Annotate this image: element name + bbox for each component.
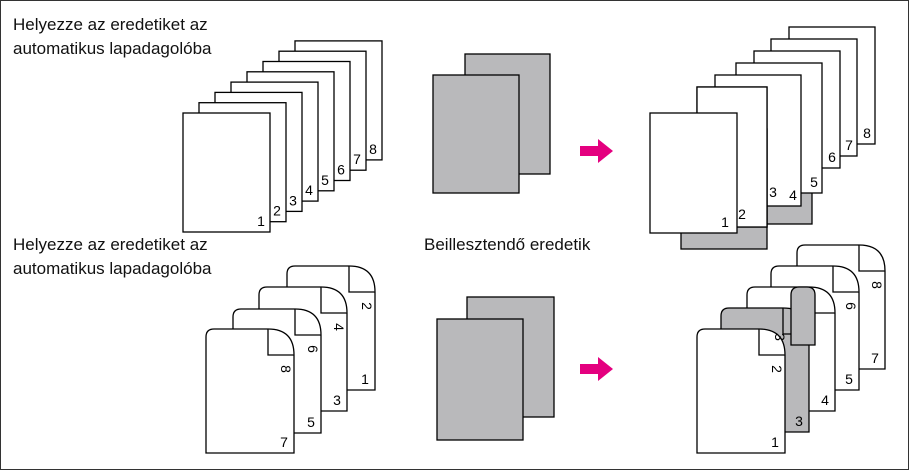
- result-page-number-3: 3: [795, 413, 803, 429]
- result-page-number-3-b: 3: [769, 184, 777, 200]
- caption-bottom-left: Helyezze az eredetiket az automatikus la…: [13, 233, 211, 281]
- result-page-number-7: 7: [871, 350, 879, 366]
- result-duplex-sheet-4-fold: [758, 329, 785, 356]
- caption-insert-originals: Beillesztendő eredetik: [424, 235, 591, 254]
- result-page-number-8: 8: [863, 125, 871, 141]
- caption-bottom-left-line-1: Helyezze az eredetiket az: [13, 235, 208, 254]
- page-number-5: 5: [307, 414, 315, 430]
- duplex-sheet-7-8-fold: [267, 329, 294, 356]
- result-page-number-4: 4: [821, 392, 829, 408]
- page-number-6: 6: [305, 345, 321, 353]
- result-page-number-5: 5: [810, 174, 818, 190]
- result-page-number-1: 1: [721, 214, 729, 230]
- result-duplex-sheet-0-fold: [858, 245, 885, 272]
- page-number-3: 3: [289, 192, 297, 208]
- page-number-2: 2: [273, 203, 281, 219]
- page-number-1: 1: [361, 371, 369, 387]
- caption-bottom-left-line-2: automatikus lapadagolóba: [13, 259, 212, 278]
- result-page-number-4: 4: [789, 187, 797, 203]
- bottom-originals-stack: 1 2 3 4 5 6 7 8: [205, 265, 376, 454]
- page-number-8: 8: [278, 365, 294, 373]
- page-number-1: 1: [257, 213, 265, 229]
- arrow-right-icon: [580, 139, 613, 163]
- result-insert-back-panel: [790, 286, 816, 346]
- result-page-number-2: 2: [738, 206, 746, 222]
- result-page-number-5: 5: [845, 371, 853, 387]
- page-number-8: 8: [369, 141, 377, 157]
- insert-sheet-front: [432, 74, 520, 194]
- result-page-number-2: 2: [769, 365, 785, 373]
- result-page-number-3-side: 3: [772, 333, 788, 341]
- duplex-sheet-3-4-fold: [320, 287, 347, 314]
- arrow-right-icon: [580, 357, 613, 381]
- result-duplex-sheet-1-fold: [832, 266, 859, 293]
- result-page-number-8: 8: [869, 281, 885, 289]
- page-number-5: 5: [321, 172, 329, 188]
- bottom-insert-sheets: [436, 296, 555, 441]
- insert-sheet-front-duplex: [436, 318, 524, 441]
- caption-top-left-line-1: Helyezze az eredetiket az: [13, 15, 208, 34]
- page-number-4: 4: [305, 182, 313, 198]
- original-page-1: [182, 112, 271, 233]
- page-number-7: 7: [353, 151, 361, 167]
- result-page-number-1: 1: [771, 434, 779, 450]
- page-number-3: 3: [333, 392, 341, 408]
- result-page-1: [649, 112, 738, 234]
- page-number-6: 6: [337, 162, 345, 178]
- top-arrow: [580, 139, 613, 163]
- result-page-number-7: 7: [845, 137, 853, 153]
- duplex-sheet-5-6-fold: [294, 309, 321, 336]
- caption-top-left: Helyezze az eredetiket az automatikus la…: [13, 13, 211, 61]
- page-number-4: 4: [331, 323, 347, 331]
- page-number-2: 2: [359, 302, 375, 310]
- result-page-number-6: 6: [843, 302, 859, 310]
- top-insert-sheets: [432, 53, 551, 194]
- bottom-arrow: [580, 357, 613, 381]
- duplex-sheet-1-2-fold: [348, 266, 375, 293]
- page-number-7: 7: [280, 434, 288, 450]
- result-page-number-6: 6: [828, 149, 836, 165]
- caption-top-left-line-2: automatikus lapadagolóba: [13, 39, 212, 58]
